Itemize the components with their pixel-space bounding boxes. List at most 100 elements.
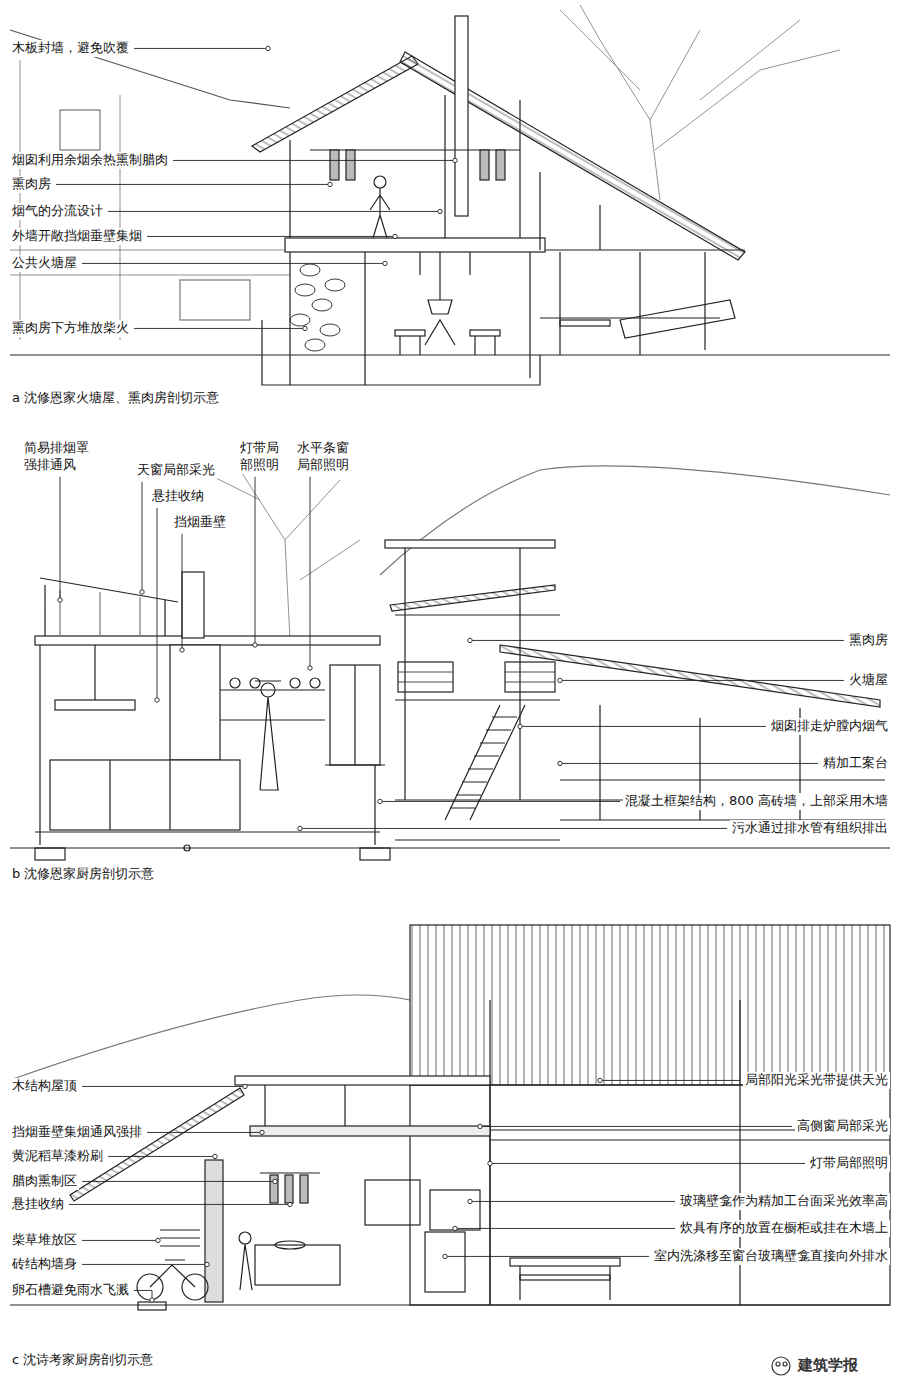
callout-label: 局部阳光采光带提供天光: [743, 1072, 890, 1089]
callout-label: 混凝土框架结构，800 高砖墙，上部采用木墙: [623, 793, 890, 810]
jar: [250, 678, 260, 688]
callout-label: 精加工案台: [821, 755, 890, 772]
ground-line: [10, 1304, 890, 1305]
balcony-rails: [398, 672, 555, 682]
table-legs: [520, 1266, 610, 1300]
leader-dot: [180, 648, 184, 652]
leader-line: [310, 477, 311, 668]
firewood-stones: [290, 264, 345, 351]
section-c: [10, 925, 890, 1310]
hearth-chain: [420, 252, 470, 300]
leader-line: [147, 1132, 262, 1133]
callout-label: 火塘屋: [847, 672, 890, 689]
leader-dot: [243, 1084, 247, 1088]
bench: [620, 300, 735, 338]
background-house: [10, 60, 290, 340]
roof-slab: [35, 636, 380, 645]
callout-label: 熏肉房: [10, 176, 53, 193]
callout-label: 砖结构墙身: [10, 1256, 79, 1273]
callout-label: 高侧窗局部采光: [795, 1118, 890, 1135]
shelves: [220, 690, 325, 720]
window: [365, 1180, 420, 1225]
leader-dot: [453, 158, 457, 162]
leader-dot: [260, 1130, 264, 1134]
callout-label: 水平条窗局部照明: [295, 440, 352, 474]
leader-dot: [288, 1202, 292, 1206]
leader-dot: [488, 1161, 492, 1165]
leader-line: [134, 48, 268, 49]
roof-slab: [385, 540, 555, 548]
jar: [230, 678, 240, 688]
caption: c 沈诗考家厨房剖切示意: [10, 1352, 155, 1369]
leader-line: [142, 482, 143, 592]
balcony: [505, 662, 555, 692]
leader-line: [470, 640, 844, 641]
leader-dot: [328, 182, 332, 186]
leader-line: [560, 680, 844, 681]
callout-label: 灯带局部照明: [238, 440, 282, 474]
jar: [290, 678, 300, 688]
bench-legs: [400, 336, 495, 355]
callout-label: 木结构屋顶: [10, 1078, 79, 1095]
mountain: [380, 466, 890, 575]
chimney: [182, 572, 204, 638]
callout-label: 挡烟垂壁集烟通风强排: [10, 1124, 144, 1141]
leader-dot: [378, 799, 382, 803]
callout-label: 灯带局部照明: [808, 1155, 890, 1172]
bench: [470, 330, 500, 336]
leader-line: [173, 160, 455, 161]
footing: [360, 848, 390, 860]
caption: a 沈修恩家火塘屋、熏肉房剖切示意: [10, 390, 221, 407]
sink: [425, 1232, 465, 1292]
leader-line: [56, 184, 330, 185]
callout-label: 黄泥稻草漆粉刷: [10, 1148, 105, 1165]
leader-dot: [298, 826, 302, 830]
callout-label: 木板封墙，避免吹覆: [10, 40, 131, 57]
leader-dot: [478, 1124, 482, 1128]
leader-line: [455, 1228, 675, 1229]
leader-line: [108, 1156, 215, 1157]
callout-label: 烟囱排走炉膛内烟气: [769, 718, 890, 735]
callout-label: 天窗局部采光: [135, 462, 217, 479]
callout-label: 悬挂收纳: [10, 1196, 66, 1213]
leader-line: [69, 1204, 290, 1205]
leader-line: [182, 534, 183, 650]
leader-line: [157, 508, 158, 700]
caption: b 沈修恩家厨房剖切示意: [10, 866, 156, 883]
leader-line: [82, 1181, 275, 1182]
roof: [400, 52, 745, 260]
leader-line: [147, 236, 395, 237]
leader-line: [490, 1163, 805, 1164]
cured-meat: [285, 1175, 293, 1203]
person: [374, 176, 386, 188]
callout-label: 卵石槽避免雨水飞溅: [10, 1282, 131, 1299]
person: [239, 1232, 251, 1244]
leader-dot: [468, 1199, 472, 1203]
tree: [200, 470, 360, 640]
watermark: 建筑学报: [796, 1356, 860, 1376]
cabinet-doors: [110, 760, 170, 830]
background-roof: [10, 30, 290, 108]
pot: [275, 1241, 305, 1249]
jar: [310, 678, 320, 688]
hall-frame: [490, 1000, 890, 1305]
section-a: [10, 5, 890, 385]
leader-line: [380, 801, 620, 802]
leader-dot: [266, 46, 270, 50]
leader-dot: [155, 698, 159, 702]
callout-label: 挡烟垂壁: [172, 514, 228, 531]
footing: [35, 848, 65, 860]
callout-label: 简易排烟罩 强排通风: [22, 440, 96, 474]
leader-dot: [443, 1254, 447, 1258]
leader-dot: [150, 1298, 154, 1302]
window-mullion: [325, 665, 385, 765]
floor-slab: [285, 238, 545, 252]
callout-label: 烟气的分流设计: [10, 203, 105, 220]
section-b: [10, 466, 890, 860]
leader-line: [480, 1126, 792, 1127]
callout-label: 熏肉房下方堆放柴火: [10, 320, 131, 337]
leader-dot: [383, 261, 387, 265]
leader-line: [82, 1264, 207, 1265]
person: [370, 188, 390, 238]
